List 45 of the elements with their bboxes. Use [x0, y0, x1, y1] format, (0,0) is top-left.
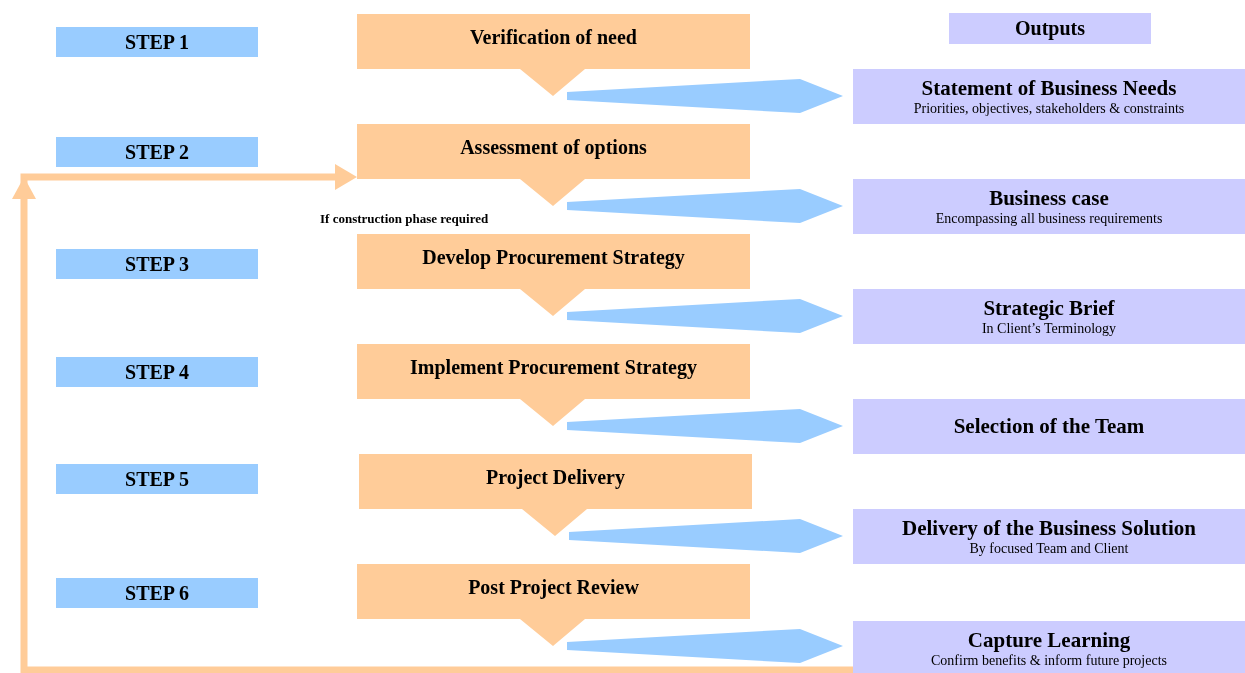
- step-label: STEP 3: [125, 252, 189, 276]
- process-callout: [357, 344, 750, 426]
- process-label: Project Delivery: [486, 466, 625, 491]
- process-callout: [357, 124, 750, 206]
- step-box: [56, 27, 258, 57]
- output-title: Statement of Business Needs: [921, 76, 1177, 101]
- output-box: [853, 399, 1245, 454]
- step-box: [56, 464, 258, 494]
- output-title: Business case: [989, 186, 1109, 211]
- step-label: STEP 6: [125, 581, 189, 605]
- header-label: Outputs: [1015, 17, 1085, 40]
- step-label: STEP 5: [125, 467, 189, 491]
- process-label: Verification of need: [470, 26, 637, 50]
- step-label: STEP 1: [125, 30, 189, 54]
- output-title: Capture Learning: [967, 628, 1131, 653]
- output-box: [853, 509, 1245, 564]
- step-label: STEP 4: [125, 360, 189, 384]
- output-box: [853, 69, 1245, 124]
- output-description: Encompassing all business requirements: [935, 211, 1163, 227]
- feedback-arrow: [12, 164, 853, 673]
- step-box: [56, 137, 258, 167]
- output-description: By focused Team and Client: [969, 541, 1129, 557]
- output-box: [853, 179, 1245, 234]
- process-callout: [359, 454, 752, 536]
- process-label: Develop Procurement Strategy: [422, 246, 685, 271]
- step-box: [56, 578, 258, 608]
- header-box: [949, 13, 1151, 44]
- process-callout: [357, 234, 750, 316]
- step-box: [56, 249, 258, 279]
- step-label: STEP 2: [125, 140, 189, 164]
- output-title: Selection of the Team: [953, 414, 1145, 439]
- output-box: [853, 289, 1245, 344]
- output-description: In Client’s Terminology: [981, 321, 1117, 337]
- output-box: [853, 621, 1245, 673]
- output-description: Confirm benefits & inform future projects: [931, 653, 1167, 669]
- step-box: [56, 357, 258, 387]
- condition-note: If construction phase required: [320, 211, 489, 227]
- process-label: Implement Procurement Strategy: [410, 356, 697, 381]
- process-callout: [357, 14, 750, 96]
- process-label: Post Project Review: [468, 576, 639, 601]
- output-description: Priorities, objectives, stakeholders & constraints: [913, 101, 1185, 117]
- output-title: Delivery of the Business Solution: [902, 516, 1196, 541]
- process-label: Assessment of options: [460, 136, 647, 161]
- output-title: Strategic Brief: [983, 296, 1115, 321]
- process-callout: [357, 564, 750, 646]
